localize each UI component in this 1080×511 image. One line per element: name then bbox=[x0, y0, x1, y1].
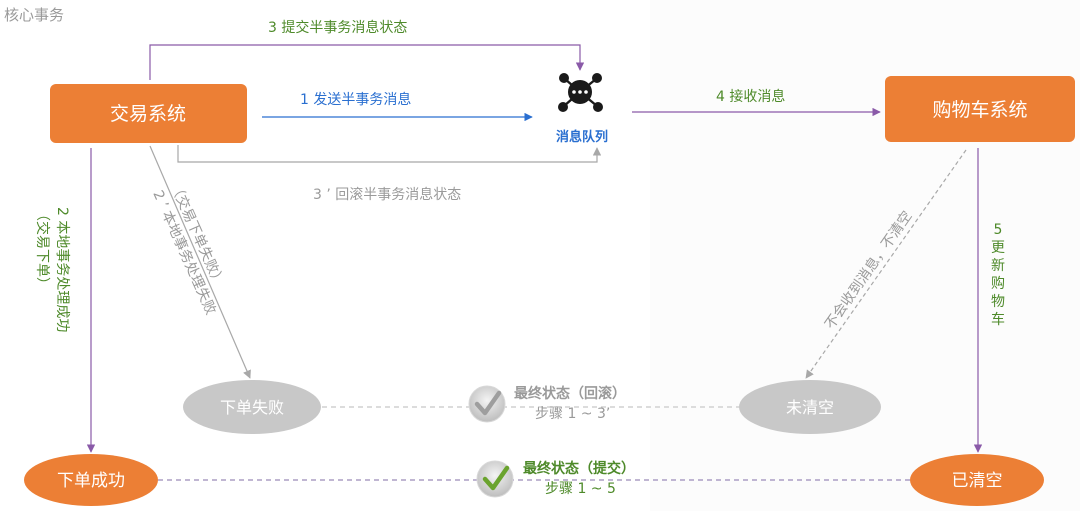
final-state-commit: 最终状态（提交） 步骤 1 ~ 5 bbox=[476, 460, 635, 498]
order-success-node: 下单成功 bbox=[24, 454, 158, 506]
message-queue-node: 消息队列 bbox=[556, 73, 608, 145]
edge-commit-label: 3 提交半事务消息状态 bbox=[268, 19, 407, 36]
order-fail-label: 下单失败 bbox=[220, 398, 284, 417]
edge-local-success-label: 2 本地事务处理成功 （交易下单） bbox=[34, 207, 70, 332]
cart-system-node: 购物车系统 bbox=[885, 76, 1075, 142]
edge-rollback-label: 3 ’ 回滚半事务消息状态 bbox=[313, 186, 461, 203]
edge-local-success-text: 2 本地事务处理成功 bbox=[54, 207, 70, 332]
rollback-title: 最终状态（回滚） bbox=[514, 385, 626, 402]
cart-system-label: 购物车系统 bbox=[932, 99, 1027, 121]
gray-check-icon bbox=[468, 385, 506, 423]
not-cleared-node: 未清空 bbox=[739, 380, 881, 434]
order-fail-node: 下单失败 bbox=[183, 380, 321, 434]
cleared-node: 已清空 bbox=[910, 454, 1044, 506]
rollback-steps: 步骤 1 ~ 3’ bbox=[535, 406, 610, 422]
edge-update-cart-label: 5 更 新 购 物 车 bbox=[991, 222, 1005, 328]
commit-steps: 步骤 1 ~ 5 bbox=[545, 481, 616, 497]
edge-commit bbox=[149, 44, 585, 80]
trade-system-node: 交易系统 bbox=[50, 84, 247, 143]
step5-char: 更 bbox=[991, 240, 1005, 256]
edge-local-success-subtext: （交易下单） bbox=[34, 207, 51, 291]
section-title: 核心事务 bbox=[4, 6, 64, 24]
edge-rollback bbox=[177, 145, 602, 163]
edge-no-receive-text: 不会收到消息，不清空 bbox=[821, 208, 915, 332]
edge-send-label: 1 发送半事务消息 bbox=[300, 91, 411, 108]
step5-char: 5 bbox=[994, 222, 1003, 238]
edge-no-receive-label: 不会收到消息，不清空 bbox=[821, 208, 915, 332]
edge-no-receive bbox=[805, 149, 967, 379]
edge-local-fail bbox=[149, 145, 251, 379]
step5-char: 车 bbox=[991, 311, 1005, 328]
green-check-icon bbox=[476, 460, 514, 498]
edge-local-fail-label: 2 ’ 本地事务处理失败 （交易下单失败） bbox=[149, 180, 227, 317]
final-state-rollback: 最终状态（回滚） 步骤 1 ~ 3’ bbox=[468, 385, 626, 423]
step5-char: 购 bbox=[991, 276, 1005, 292]
commit-title: 最终状态（提交） bbox=[523, 460, 635, 477]
step5-char: 新 bbox=[991, 258, 1005, 274]
message-queue-label: 消息队列 bbox=[556, 129, 608, 145]
edge-receive-label: 4 接收消息 bbox=[716, 88, 785, 105]
order-success-label: 下单成功 bbox=[57, 471, 125, 491]
step5-char: 物 bbox=[991, 294, 1005, 310]
not-cleared-label: 未清空 bbox=[786, 398, 834, 417]
cleared-label: 已清空 bbox=[952, 471, 1003, 491]
trade-system-label: 交易系统 bbox=[110, 103, 186, 125]
